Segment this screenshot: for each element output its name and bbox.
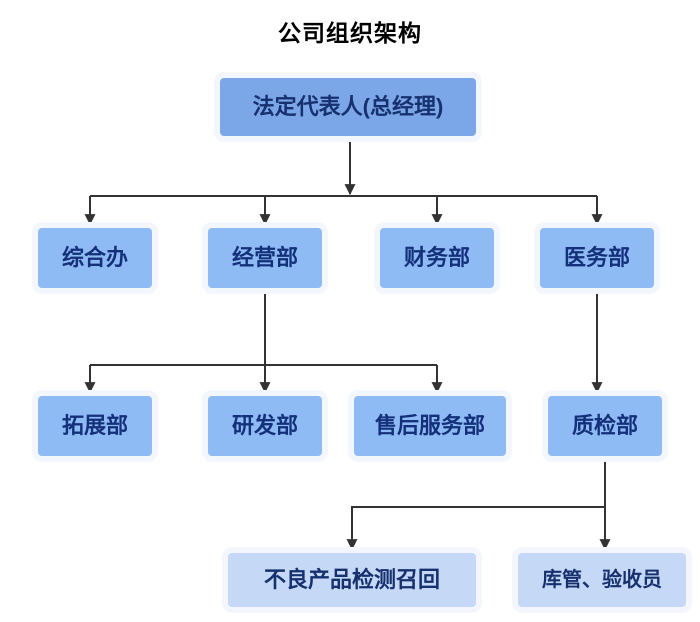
- node-finance[interactable]: 财务部: [380, 228, 494, 288]
- node-warehouse-inspector[interactable]: 库管、验收员: [518, 553, 686, 607]
- node-label: 不良产品检测召回: [263, 566, 440, 592]
- node-research-development[interactable]: 研发部: [208, 396, 322, 456]
- node-general-affairs[interactable]: 综合办: [38, 228, 152, 288]
- node-after-sales-service[interactable]: 售后服务部: [354, 396, 506, 456]
- node-label: 财务部: [403, 244, 470, 270]
- node-label: 综合办: [61, 244, 128, 270]
- node-business-development[interactable]: 拓展部: [38, 396, 152, 456]
- node-operations[interactable]: 经营部: [208, 228, 322, 288]
- node-label: 研发部: [231, 412, 298, 438]
- node-medical-affairs[interactable]: 医务部: [540, 228, 654, 288]
- node-label: 售后服务部: [374, 412, 485, 438]
- node-label: 拓展部: [61, 412, 128, 438]
- node-quality-inspection[interactable]: 质检部: [548, 396, 662, 456]
- edge-zhijian-to-buliang: [346, 506, 605, 551]
- node-label: 质检部: [571, 412, 638, 438]
- node-label: 医务部: [563, 244, 630, 270]
- node-label: 法定代表人(总经理): [252, 93, 444, 119]
- node-defective-product-recall[interactable]: 不良产品检测召回: [228, 553, 476, 607]
- node-label: 库管、验收员: [542, 569, 662, 591]
- page-title: 公司组织架构: [278, 20, 422, 46]
- node-legal-representative[interactable]: 法定代表人(总经理): [220, 78, 476, 136]
- node-label: 经营部: [231, 244, 298, 270]
